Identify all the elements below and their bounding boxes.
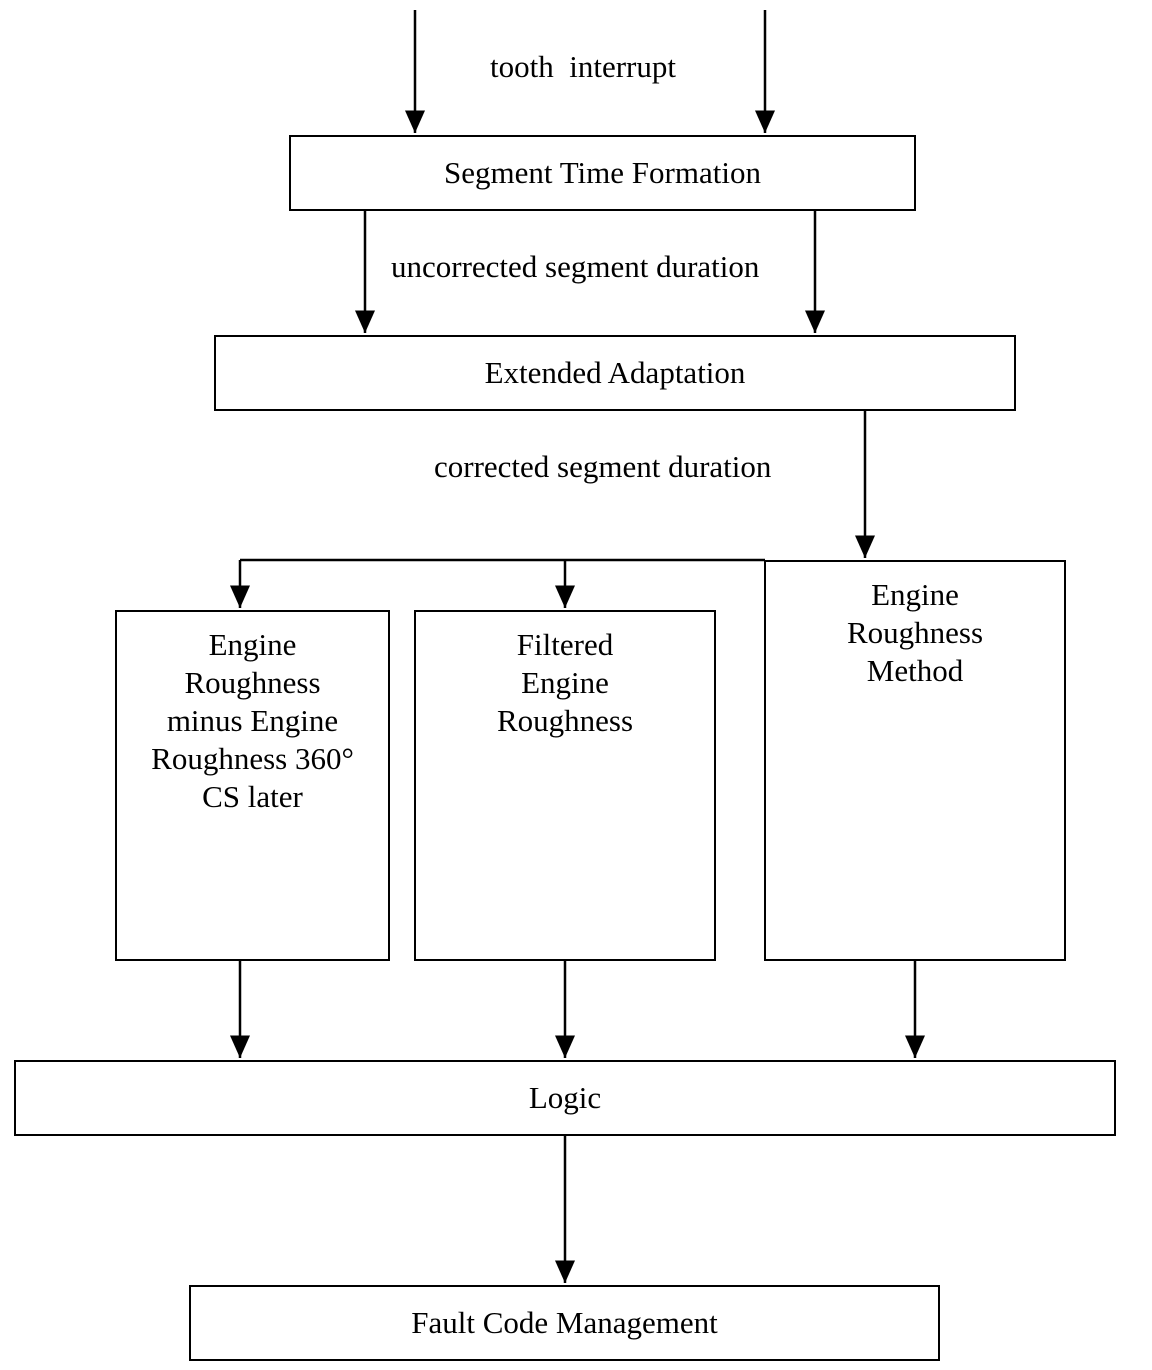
node-er-minus-er360: Engine Roughness minus Engine Roughness … xyxy=(115,610,390,961)
node-label: Engine Roughness minus Engine Roughness … xyxy=(151,627,354,814)
node-segment-time-formation: Segment Time Formation xyxy=(289,135,916,211)
node-fault-code-management: Fault Code Management xyxy=(189,1285,940,1361)
node-logic: Logic xyxy=(14,1060,1116,1136)
edge-label-tooth-interrupt: tooth interrupt xyxy=(490,49,676,84)
edge-label-corrected-segment-duration: corrected segment duration xyxy=(434,449,772,484)
node-extended-adaptation: Extended Adaptation xyxy=(214,335,1016,411)
node-label: Extended Adaptation xyxy=(484,355,746,390)
node-label: Fault Code Management xyxy=(411,1305,718,1340)
node-label: Segment Time Formation xyxy=(444,155,761,190)
edge-label-uncorrected-segment-duration: uncorrected segment duration xyxy=(391,249,760,284)
node-label: Filtered Engine Roughness xyxy=(496,627,634,738)
node-engine-roughness-method: Engine Roughness Method xyxy=(764,560,1066,961)
node-label: Logic xyxy=(528,1080,602,1115)
node-label: Engine Roughness Method xyxy=(846,577,984,688)
node-filtered-engine-roughness: Filtered Engine Roughness xyxy=(414,610,716,961)
